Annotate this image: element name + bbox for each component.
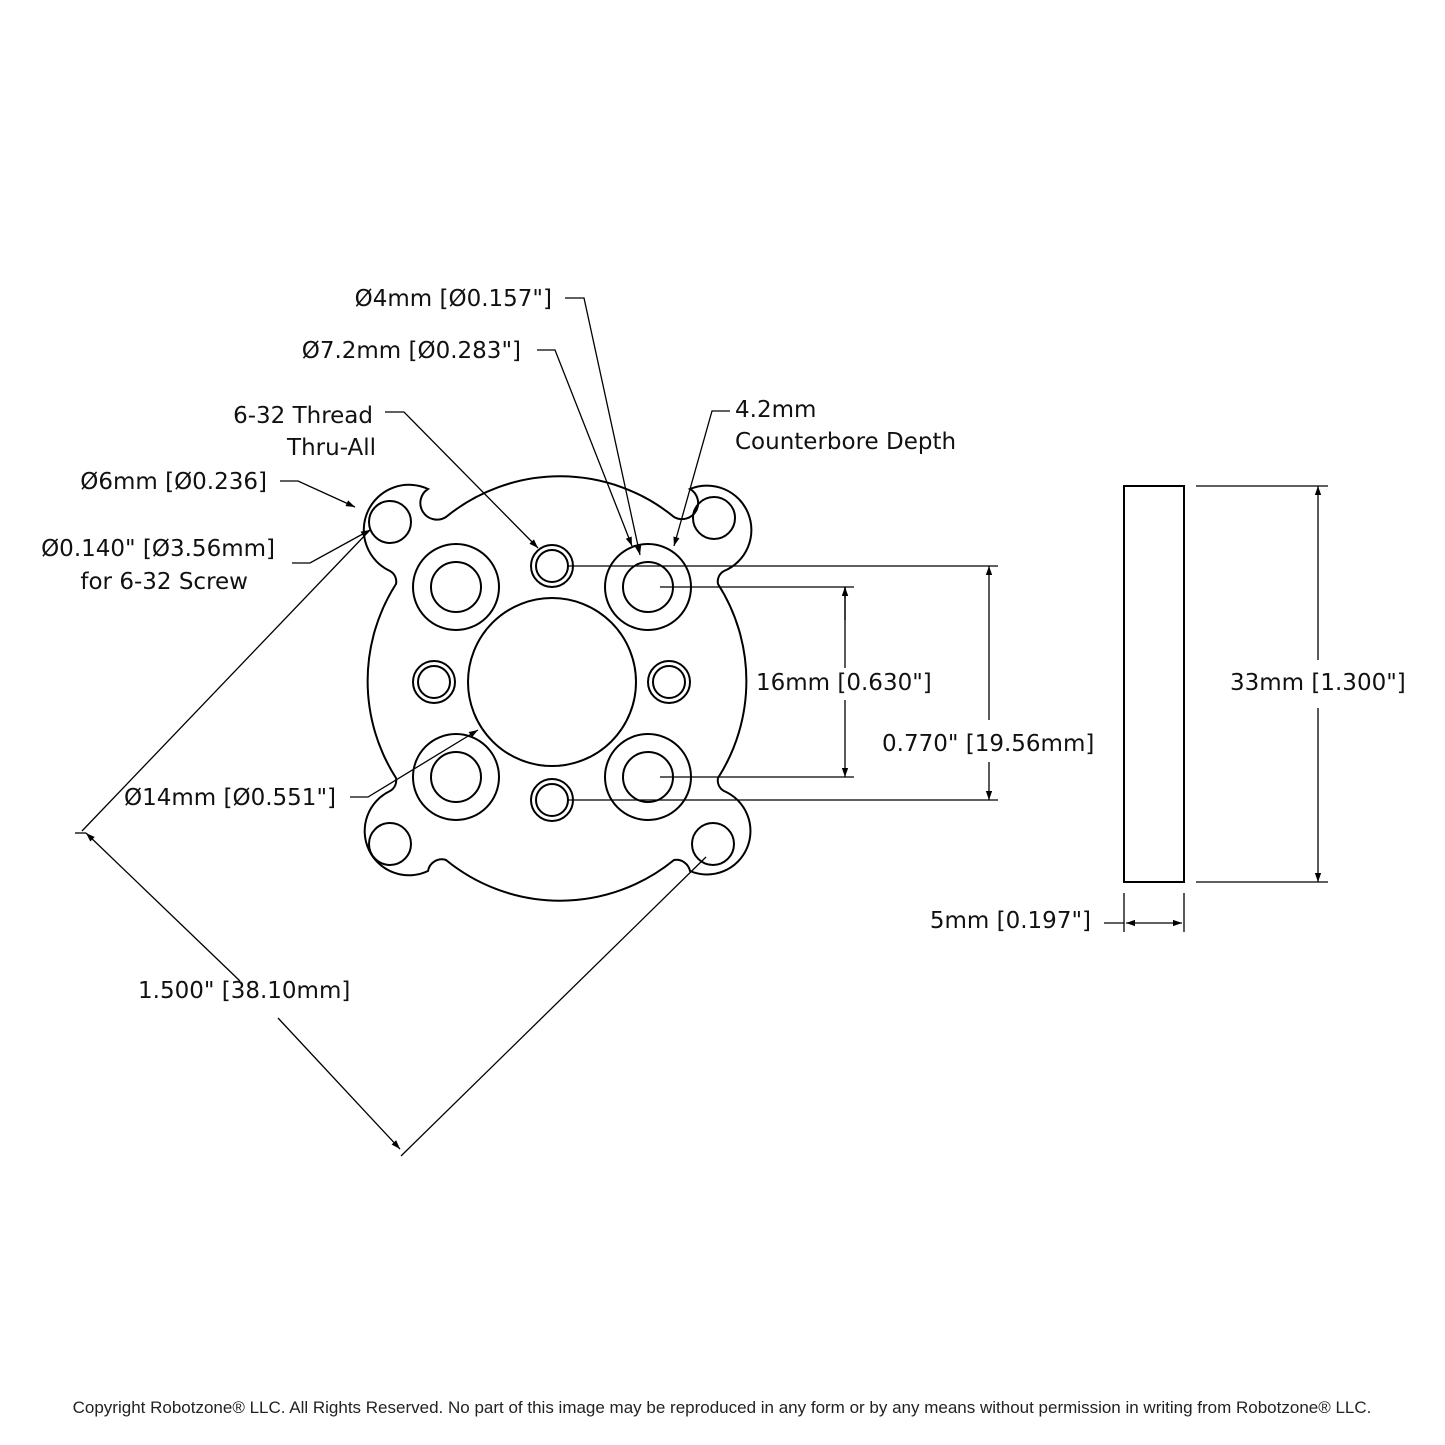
leader-lines	[280, 297, 730, 798]
label-thread-line1: 6-32 Thread	[233, 403, 373, 429]
copyright-notice: Copyright Robotzone® LLC. All Rights Res…	[73, 1398, 1372, 1417]
label-hole-7-2mm: Ø7.2mm [Ø0.283"]	[302, 338, 521, 364]
thread-hole-top	[530, 544, 574, 588]
label-dim-5mm: 5mm [0.197"]	[930, 908, 1091, 934]
label-dim-1500: 1.500" [38.10mm]	[138, 978, 350, 1004]
corner-hole-bottom-right	[691, 822, 735, 866]
labels: Ø4mm [Ø0.157"] Ø7.2mm [Ø0.283"] 6-32 Thr…	[41, 286, 1406, 1417]
label-dim-0770: 0.770" [19.56mm]	[882, 731, 1094, 757]
label-counterbore-line2: Counterbore Depth	[735, 429, 956, 455]
counterbore-hole-bottom-left	[412, 733, 500, 821]
label-hole-4mm: Ø4mm [Ø0.157"]	[355, 286, 552, 312]
label-dim-16mm: 16mm [0.630"]	[756, 670, 932, 696]
thread-hole-left	[412, 660, 456, 704]
label-thread-line2: Thru-All	[286, 435, 376, 461]
label-hole-14mm: Ø14mm [Ø0.551"]	[124, 785, 336, 811]
label-counterbore-line1: 4.2mm	[735, 397, 816, 423]
hub-outline	[362, 475, 753, 902]
thread-hole-bottom	[530, 778, 574, 822]
label-hole-6mm: Ø6mm [Ø0.236]	[80, 469, 267, 495]
counterbore-hole-top-left	[412, 543, 500, 631]
hub-front-view	[362, 475, 753, 902]
corner-hole-top-right	[692, 496, 736, 540]
label-hole-0140-line2: for 6-32 Screw	[80, 569, 248, 595]
corner-hole-bottom-left	[368, 822, 412, 866]
corner-hole-top-left	[368, 500, 412, 544]
hub-side-view	[1104, 485, 1328, 932]
thread-hole-right	[647, 660, 691, 704]
side-profile	[1123, 485, 1185, 883]
center-bore	[467, 597, 637, 767]
dimension-lines	[75, 529, 998, 1157]
label-dim-33mm: 33mm [1.300"]	[1230, 670, 1406, 696]
label-hole-0140-line1: Ø0.140" [Ø3.56mm]	[41, 536, 275, 562]
